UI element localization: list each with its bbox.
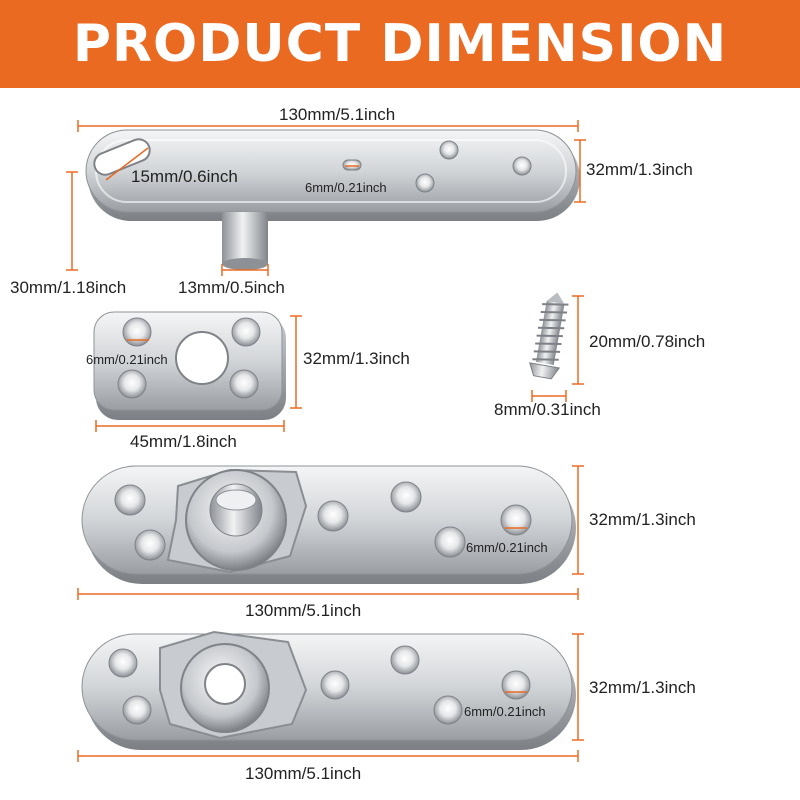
hinge-bottom-length-label: 130mm/5.1inch [245,764,362,783]
screw-head-label: 8mm/0.31inch [494,400,601,419]
pin [222,212,268,264]
pivot-pin-plate [85,129,580,270]
banner-title: PRODUCT DIMENSION [72,14,728,74]
hinge-top-length-label: 130mm/5.1inch [245,601,362,620]
hinge-bottom-hole-label: 6mm/0.21inch [464,704,546,719]
pivot-pin-diameter-label: 13mm/0.5inch [178,278,285,297]
hinge-plate-bottom [81,630,576,750]
pivot-pin-slot-label: 15mm/0.6inch [131,167,238,186]
hinge-top-hole-label: 6mm/0.21inch [466,540,548,555]
center-hole [175,331,229,385]
hinge-bottom-width-label: 32mm/1.3inch [589,678,696,697]
pivot-pin-height-label: 30mm/1.18inch [10,278,127,297]
screw [529,292,569,380]
pivot-pin-length-label: 130mm/5.1inch [279,105,396,124]
screw-length-label: 20mm/0.78inch [589,332,706,351]
small-plate [93,311,286,420]
hinge-top-width-label: 32mm/1.3inch [589,510,696,529]
hinge-plate-top [81,465,576,584]
small-plate-hole-label: 6mm/0.21inch [86,352,168,367]
title-banner: PRODUCT DIMENSION [0,0,800,88]
hole [415,173,435,193]
hole [439,140,459,160]
pivot-pin-hole-label: 6mm/0.21inch [305,180,387,195]
slot-hole [93,138,151,176]
pivot-pin-width-label: 32mm/1.3inch [586,160,693,179]
small-plate-width-label: 32mm/1.3inch [303,349,410,368]
small-plate-length-label: 45mm/1.8inch [130,432,237,451]
hole [512,156,532,176]
dimension-lines [66,120,586,762]
